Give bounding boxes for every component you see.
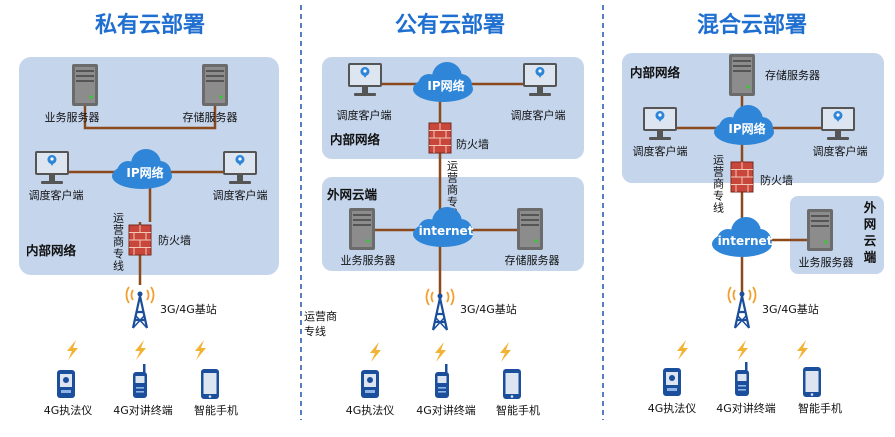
label-dispatch-client-right: 调度客户端: [511, 108, 566, 122]
signal-bolt-icon: [67, 340, 78, 360]
intercom-terminal-icon: [735, 362, 749, 396]
smartphone-icon: [803, 367, 821, 397]
label-enforcement-recorder: 4G执法仪: [346, 403, 395, 417]
section-private-cloud: 私有云部署 业务服务器 存储服务器 调度客户端 调度客户端 IP网络 防火墙 运…: [19, 12, 279, 417]
label-internal-network: 内部网络: [330, 132, 381, 147]
label-storage-server: 存储服务器: [505, 253, 560, 267]
enforcement-recorder-icon: [361, 370, 379, 398]
label-external-cloud: 外网云端: [326, 187, 378, 202]
label-firewall: 防火墙: [158, 233, 191, 247]
label-external-cloud-vertical: 外网云端: [862, 200, 877, 267]
intercom-terminal-icon: [435, 364, 449, 398]
panel-public-internal: [322, 57, 584, 159]
label-dispatch-client-left: 调度客户端: [633, 144, 688, 158]
firewall-icon: [428, 122, 452, 154]
label-dispatch-client-left: 调度客户端: [337, 108, 392, 122]
label-base-station: 3G/4G基站: [460, 302, 517, 316]
signal-bolt-icon: [737, 340, 748, 360]
firewall-icon: [128, 224, 152, 256]
smartphone-icon: [503, 369, 521, 399]
label-intercom-terminal: 4G对讲终端: [416, 403, 476, 417]
smartphone-icon: [201, 369, 219, 399]
label-internet: internet: [718, 234, 773, 248]
base-station-tower-icon: [425, 287, 455, 332]
label-carrier-line-vertical: 运营商专线: [446, 160, 459, 220]
signal-bolt-icon: [435, 342, 446, 362]
label-enforcement-recorder: 4G执法仪: [44, 403, 93, 417]
label-business-server: 业务服务器: [341, 254, 396, 267]
signal-bolt-icon: [677, 340, 688, 360]
label-firewall: 防火墙: [456, 137, 489, 151]
title-public: 公有云部署: [395, 12, 505, 38]
signal-bolt-icon: [195, 340, 206, 360]
business-server-icon: [72, 64, 98, 106]
signal-bolt-icon: [500, 342, 511, 362]
label-ip-network: IP网络: [126, 165, 163, 180]
label-carrier-line-part2: 专线: [304, 324, 326, 338]
section-hybrid-cloud: 混合云部署 内部网络 存储服务器 调度客户端 调度客户端 IP网络 运营商专线 …: [622, 12, 884, 415]
label-base-station: 3G/4G基站: [160, 302, 217, 316]
label-dispatch-client-right: 调度客户端: [213, 188, 268, 202]
label-business-server: 业务服务器: [799, 256, 854, 269]
label-dispatch-client-left: 调度客户端: [29, 188, 84, 202]
base-station-tower-icon: [125, 285, 155, 330]
label-intercom-terminal: 4G对讲终端: [113, 403, 173, 417]
signal-bolt-icon: [135, 340, 146, 360]
firewall-icon: [730, 161, 754, 193]
business-server-icon: [807, 209, 833, 251]
label-smartphone: 智能手机: [194, 403, 238, 417]
label-internal-network: 内部网络: [630, 65, 681, 80]
intercom-terminal-icon: [133, 364, 147, 398]
title-hybrid: 混合云部署: [697, 12, 807, 38]
label-dispatch-client-right: 调度客户端: [813, 144, 868, 158]
title-private: 私有云部署: [95, 12, 205, 38]
enforcement-recorder-icon: [57, 370, 75, 398]
label-carrier-line-vertical: 运营商专线: [712, 154, 725, 214]
label-ip-network: IP网络: [728, 121, 765, 136]
enforcement-recorder-icon: [663, 368, 681, 396]
storage-server-icon: [729, 54, 755, 96]
label-enforcement-recorder: 4G执法仪: [648, 401, 697, 415]
storage-server-icon: [517, 208, 543, 250]
signal-bolt-icon: [370, 342, 381, 362]
label-smartphone: 智能手机: [496, 403, 540, 417]
label-carrier-line-vertical: 运营商专线: [112, 212, 125, 272]
label-base-station: 3G/4G基站: [762, 302, 819, 316]
label-smartphone: 智能手机: [798, 401, 842, 415]
label-internal-network: 内部网络: [26, 243, 77, 258]
label-storage-server: 存储服务器: [183, 110, 238, 124]
section-public-cloud: 公有云部署 调度客户端 调度客户端 IP网络 防火墙 内部网络 运营商专线 外网…: [304, 12, 584, 417]
label-intercom-terminal: 4G对讲终端: [716, 401, 776, 415]
base-station-tower-icon: [727, 285, 757, 330]
label-carrier-line-part1: 运营商: [304, 309, 337, 323]
storage-server-icon: [202, 64, 228, 106]
label-business-server: 业务服务器: [45, 111, 100, 124]
label-internet: internet: [419, 224, 474, 238]
label-storage-server: 存储服务器: [765, 68, 820, 82]
business-server-icon: [349, 208, 375, 250]
label-firewall: 防火墙: [760, 173, 793, 187]
label-ip-network: IP网络: [427, 78, 464, 93]
signal-bolt-icon: [797, 340, 808, 360]
